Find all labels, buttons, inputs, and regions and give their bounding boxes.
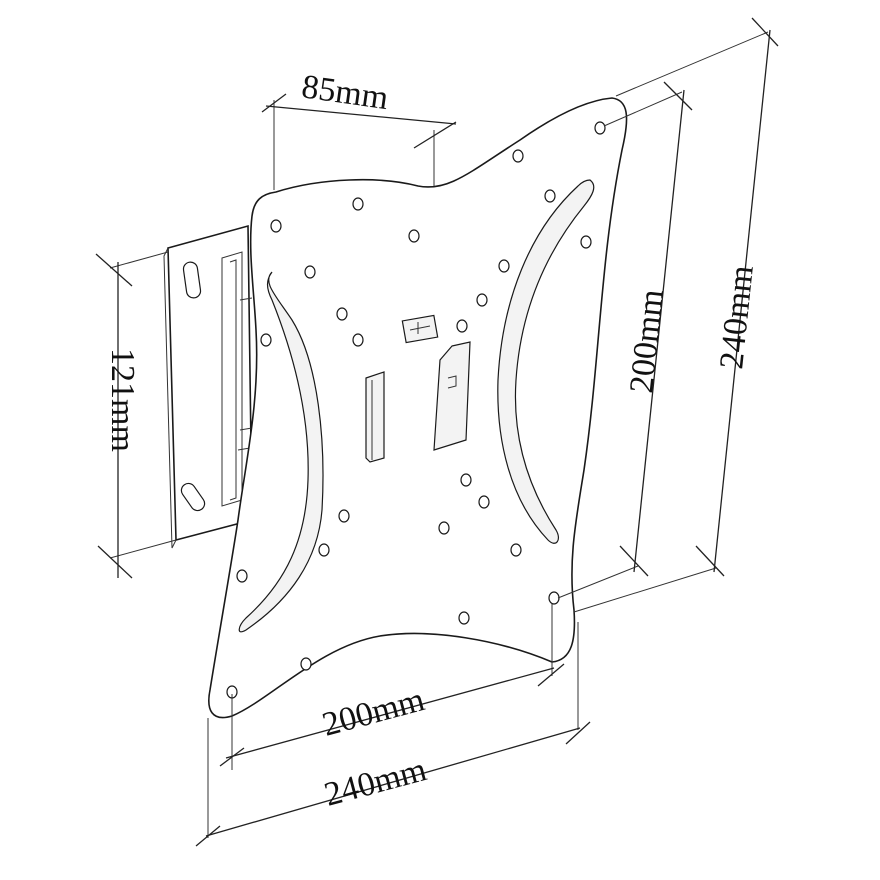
center-slot-left [365,371,385,463]
mounting-holes [226,121,606,699]
vesa-plate [208,97,628,719]
left-curved-slot [238,271,324,633]
label-vesa-vertical: 200mm [623,288,671,395]
center-slot-right [433,341,471,451]
label-plate-width: 240mm [320,751,430,814]
dimension-240-vertical-lines [573,17,779,613]
wall-slot-bottom [180,482,206,512]
level-indicator [401,314,439,344]
label-wall-plate-height: 121mm [104,348,141,452]
wall-slot-top [182,261,202,299]
dimension-200-vertical-lines [557,81,693,599]
dimension-121-lines [95,251,177,579]
dimension-200-horizontal-lines [219,604,565,770]
right-curved-slot [497,179,595,544]
dimension-85-lines [261,93,457,190]
label-vesa-horizontal: 200mm [318,681,428,744]
dimension-240-horizontal-lines [195,622,591,847]
label-plate-height: 240mm [713,264,761,371]
wall-plate [163,224,253,549]
label-depth: 85mm [299,68,390,117]
